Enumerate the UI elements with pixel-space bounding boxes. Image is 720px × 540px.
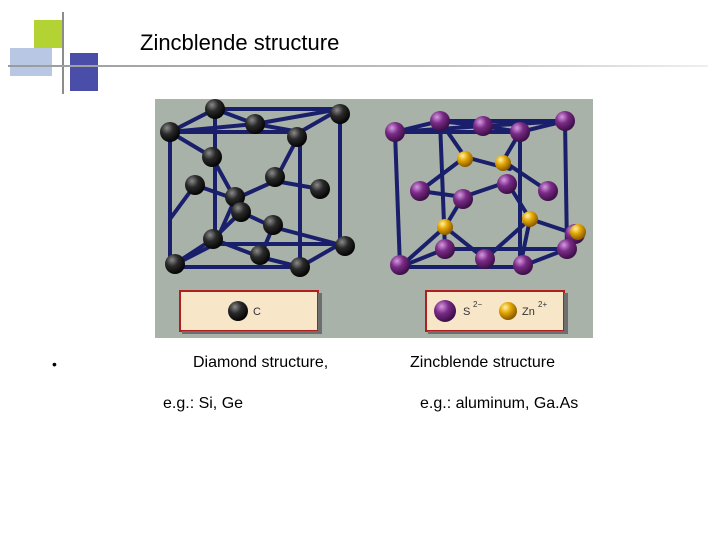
deco-vertical-line — [62, 12, 64, 94]
bullet-marker: • — [52, 356, 57, 372]
slide-title: Zincblende structure — [140, 30, 340, 55]
sulfur-legend-icon — [434, 300, 456, 322]
diamond-atoms — [160, 99, 355, 277]
legend-zinc-label: Zn — [522, 306, 535, 318]
diamond-legend: C — [179, 290, 322, 334]
deco-light-blue-square — [10, 48, 52, 76]
legend-sulfur-label: S — [463, 306, 470, 318]
zincblende-atoms — [385, 111, 586, 275]
zincblende-legend: S 2− Zn 2+ — [425, 290, 568, 334]
deco-blue-square — [70, 53, 98, 91]
legend-zinc-charge: 2+ — [538, 300, 547, 309]
caption-diamond-title: Diamond structure, — [193, 354, 329, 371]
deco-green-square — [34, 20, 62, 48]
zinc-legend-icon — [499, 302, 517, 320]
caption-zincblende-example: e.g.: aluminum, Ga.As — [420, 395, 579, 412]
legend-sulfur-charge: 2− — [473, 300, 482, 309]
deco-horizontal-line — [8, 65, 708, 67]
legend-carbon-label: C — [253, 306, 261, 318]
caption-diamond-example: e.g.: Si, Ge — [163, 395, 244, 412]
carbon-legend-icon — [228, 301, 248, 321]
caption-zincblende-title: Zincblende structure — [410, 354, 555, 371]
crystal-structure-figure: C — [155, 99, 593, 338]
